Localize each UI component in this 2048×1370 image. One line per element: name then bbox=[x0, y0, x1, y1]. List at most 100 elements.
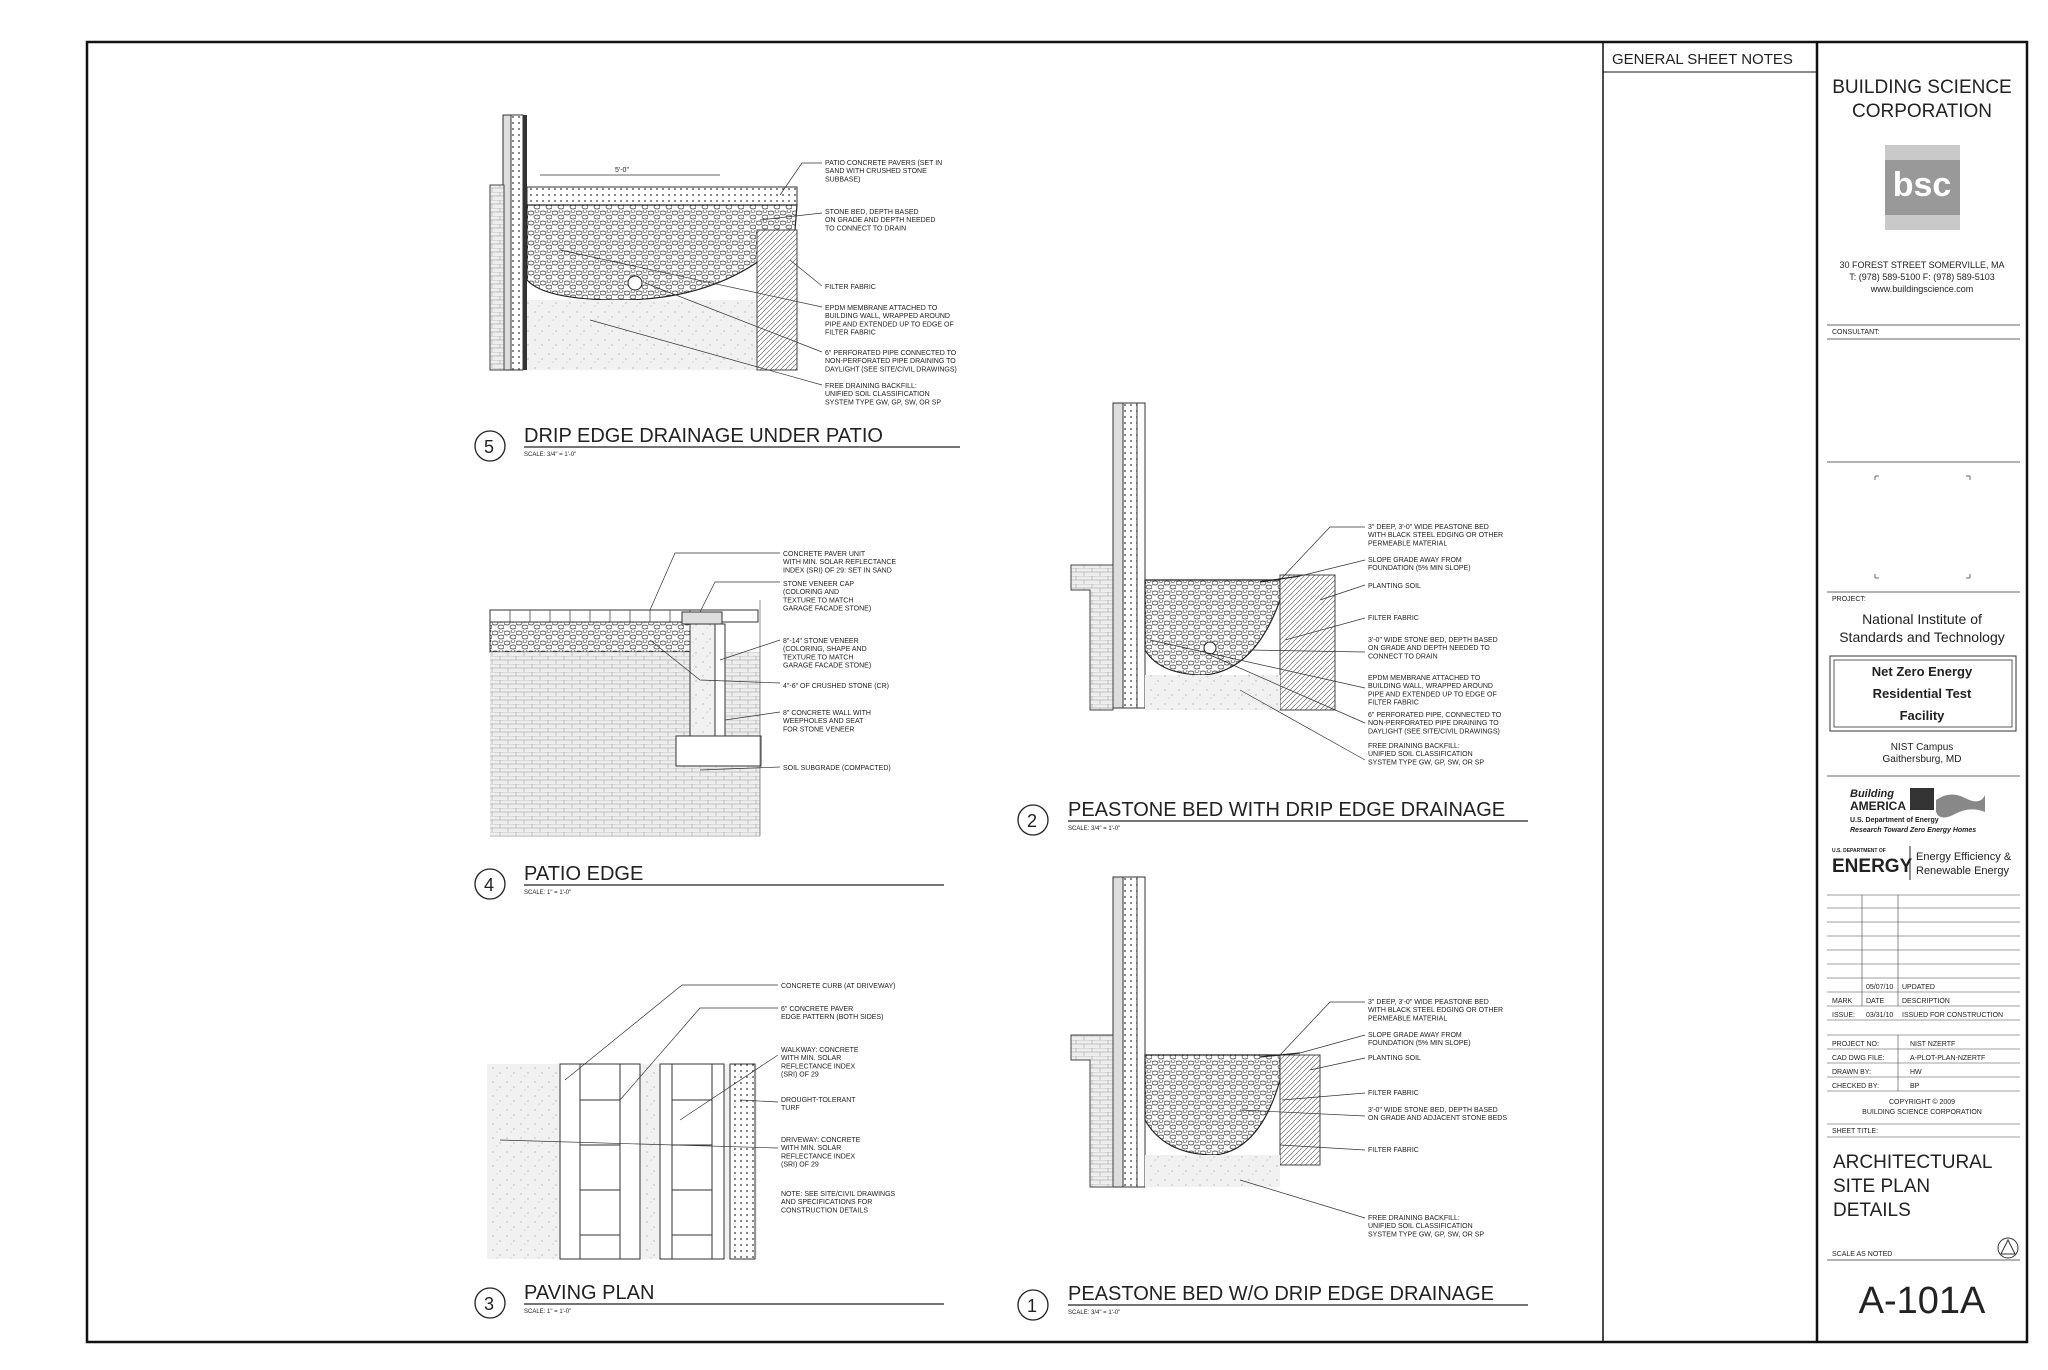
detail-4-title: PATIO EDGE bbox=[524, 863, 643, 885]
company-address: 30 FOREST STREET SOMERVILLE, MA bbox=[1839, 260, 2004, 270]
d3-note-4-line-1: DROUGHT-TOLERANT bbox=[781, 1097, 856, 1104]
drawn-by: HW bbox=[1910, 1069, 1922, 1076]
detail-3: 3 PAVING PLAN SCALE: 1" = 1'-0" CONCRETE… bbox=[474, 983, 944, 1319]
drawn-label: DRAWN BY: bbox=[1832, 1069, 1871, 1076]
company-website: www.buildingscience.com bbox=[1870, 284, 1974, 294]
sheet-title-label: SHEET TITLE: bbox=[1832, 1128, 1878, 1135]
checked-label: CHECKED BY: bbox=[1832, 1083, 1879, 1090]
d4-note-3-line-1: 8"-14" STONE VENEER bbox=[783, 638, 859, 645]
detail-5-dimension: 5'-0" bbox=[615, 167, 629, 174]
ba-logo-line1: Building bbox=[1850, 788, 1894, 800]
d1-note-1-line-2: WITH BLACK STEEL EDGING OR OTHER bbox=[1368, 1007, 1503, 1014]
d5-note-2-line-3: TO CONNECT TO DRAIN bbox=[825, 225, 906, 232]
detail-2-title: PEASTONE BED WITH DRIP EDGE DRAINAGE bbox=[1068, 799, 1505, 821]
d4-note-2-line-2: (COLORING AND bbox=[783, 589, 839, 596]
d1-note-1-line-1: 3" DEEP, 3'-0" WIDE PEASTONE BED bbox=[1368, 999, 1489, 1006]
d5-note-5-line-3: DAYLIGHT (SEE SITE/CIVIL DRAWINGS) bbox=[825, 366, 957, 373]
d5-note-3-line-1: FILTER FABRIC bbox=[825, 284, 876, 291]
d2-note-1-line-2: WITH BLACK STEEL EDGING OR OTHER bbox=[1368, 532, 1503, 539]
campus-line1: NIST Campus bbox=[1891, 742, 1954, 753]
sheet-title-line3: DETAILS bbox=[1833, 1200, 1911, 1221]
d1-note-2-line-1: SLOPE GRADE AWAY FROM bbox=[1368, 1032, 1462, 1039]
detail-5-number: 5 bbox=[484, 437, 494, 457]
project-label: PROJECT: bbox=[1832, 596, 1866, 603]
detail-1: 1 PEASTONE BED W/O DRIP EDGE DRAINAGE SC… bbox=[1017, 876, 1528, 1321]
d1-note-6-line-1: FILTER FABRIC bbox=[1368, 1147, 1419, 1154]
copyright-line1: COPYRIGHT © 2009 bbox=[1889, 1098, 1955, 1106]
d3-note-3-line-4: (SRI) OF 29 bbox=[781, 1072, 819, 1079]
d5-note-4-line-1: EPDM MEMBRANE ATTACHED TO bbox=[825, 305, 938, 312]
d2-note-6-line-2: BUILDING WALL, WRAPPED AROUND bbox=[1368, 683, 1493, 690]
sheet-title-line2: SITE PLAN bbox=[1833, 1176, 1930, 1197]
detail-1-title: PEASTONE BED W/O DRIP EDGE DRAINAGE bbox=[1068, 1283, 1494, 1305]
d1-note-5-line-2: ON GRADE AND ADJACENT STONE BEDS bbox=[1368, 1115, 1507, 1122]
d5-note-5-line-2: NON-PERFORATED PIPE DRAINING TO bbox=[825, 358, 956, 365]
detail-3-leaders bbox=[499, 984, 779, 1149]
d3-note-6-line-1: NOTE: SEE SITE/CIVIL DRAWINGS bbox=[781, 1191, 896, 1198]
date-header: DATE bbox=[1866, 998, 1884, 1005]
project-name-line2: Standards and Technology bbox=[1839, 629, 2005, 645]
d1-note-7-line-1: FREE DRAINING BACKFILL: bbox=[1368, 1215, 1460, 1222]
project-name-line1: National Institute of bbox=[1862, 611, 1982, 627]
facility-line3: Facility bbox=[1900, 708, 1946, 723]
copyright-line2: BUILDING SCIENCE CORPORATION bbox=[1862, 1109, 1982, 1116]
detail-1-number: 1 bbox=[1027, 1296, 1037, 1316]
eere-line1: Energy Efficiency & bbox=[1916, 851, 2012, 863]
revision-table bbox=[1827, 894, 2020, 1021]
revision-date: 05/07/10 bbox=[1866, 984, 1893, 991]
d2-note-6-line-1: EPDM MEMBRANE ATTACHED TO bbox=[1368, 675, 1481, 682]
cad-file: A-PLOT-PLAN-NZERTF bbox=[1910, 1055, 1985, 1062]
detail-5-number-circle bbox=[474, 430, 506, 462]
d5-note-6-line-1: FREE DRAINING BACKFILL: bbox=[825, 383, 917, 390]
d1-note-7-line-3: SYSTEM TYPE GW, GP, SW, OR SP bbox=[1368, 1231, 1484, 1238]
d4-note-1-line-1: CONCRETE PAVER UNIT bbox=[783, 551, 866, 558]
project-info-table bbox=[1827, 1034, 2020, 1092]
d2-note-7-line-1: 6" PERFORATED PIPE, CONNECTED TO bbox=[1368, 712, 1502, 719]
d2-note-1-line-1: 3" DEEP, 3'-0" WIDE PEASTONE BED bbox=[1368, 524, 1489, 531]
d4-note-5-line-1: 8" CONCRETE WALL WITH bbox=[783, 710, 871, 717]
detail-2-scale: SCALE: 3/4" = 1'-0" bbox=[1068, 826, 1120, 832]
d5-note-4-line-2: BUILDING WALL, WRAPPED AROUND bbox=[825, 313, 950, 320]
d4-note-1-line-3: INDEX (SRI) OF 29: SET IN SAND bbox=[783, 567, 892, 574]
d2-note-6-line-3: PIPE AND EXTENDED UP TO EDGE OF bbox=[1368, 691, 1497, 698]
d2-note-1-line-3: PERMEABLE MATERIAL bbox=[1368, 540, 1447, 547]
d2-note-3-line-1: PLANTING SOIL bbox=[1368, 583, 1421, 590]
detail-1-leaders bbox=[1239, 1001, 1366, 1219]
d5-note-2-line-1: STONE BED, DEPTH BASED bbox=[825, 209, 919, 216]
d3-note-3-line-2: WITH MIN. SOLAR bbox=[781, 1055, 841, 1062]
d3-note-6-line-3: CONSTRUCTION DETAILS bbox=[781, 1207, 868, 1214]
d4-note-2-line-3: TEXTURE TO MATCH bbox=[783, 597, 853, 604]
d2-note-2-line-1: SLOPE GRADE AWAY FROM bbox=[1368, 557, 1462, 564]
d1-note-7-line-2: UNIFIED SOIL CLASSIFICATION bbox=[1368, 1223, 1473, 1230]
d2-note-4-line-1: FILTER FABRIC bbox=[1368, 615, 1419, 622]
facility-line1: Net Zero Energy bbox=[1872, 664, 1973, 679]
company-name-line2: CORPORATION bbox=[1852, 101, 1992, 122]
facility-line2: Residential Test bbox=[1873, 686, 1972, 701]
d2-note-8-line-2: UNIFIED SOIL CLASSIFICATION bbox=[1368, 751, 1473, 758]
issue-date: 03/31/10 bbox=[1866, 1012, 1893, 1019]
detail-1-scale: SCALE: 3/4" = 1'-0" bbox=[1068, 1310, 1120, 1316]
d4-note-2-line-4: GARAGE FACADE STONE) bbox=[783, 606, 871, 613]
detail-3-notes: CONCRETE CURB (AT DRIVEWAY)6" CONCRETE P… bbox=[781, 983, 896, 1214]
doe-big: ENERGY bbox=[1832, 856, 1913, 877]
detail-2-number-circle bbox=[1017, 804, 1049, 836]
project-no-label: PROJECT NO: bbox=[1832, 1041, 1879, 1048]
detail-2-leaders bbox=[1149, 526, 1366, 761]
doe-small: U.S. DEPARTMENT OF bbox=[1832, 848, 1886, 854]
project-no: NIST NZERTF bbox=[1910, 1041, 1955, 1048]
d4-note-2-line-1: STONE VENEER CAP bbox=[783, 581, 854, 588]
d4-note-1-line-2: WITH MIN. SOLAR REFLECTANCE bbox=[783, 559, 896, 566]
d5-note-2-line-2: ON GRADE AND DEPTH NEEDED bbox=[825, 217, 935, 224]
d4-note-3-line-3: TEXTURE TO MATCH bbox=[783, 654, 853, 661]
mark-header: MARK bbox=[1832, 998, 1853, 1005]
d4-note-5-line-3: FOR STONE VENEER bbox=[783, 726, 854, 733]
d5-note-5-line-1: 6" PERFORATED PIPE CONNECTED TO bbox=[825, 350, 957, 357]
doe-logo: U.S. DEPARTMENT OF ENERGY Energy Efficie… bbox=[1832, 846, 2012, 880]
detail-5: 5'-0" 5 DRIP EDGE DRAINAGE UNDER PATIO S… bbox=[474, 114, 960, 462]
d5-note-4-line-4: FILTER FABRIC bbox=[825, 330, 876, 337]
